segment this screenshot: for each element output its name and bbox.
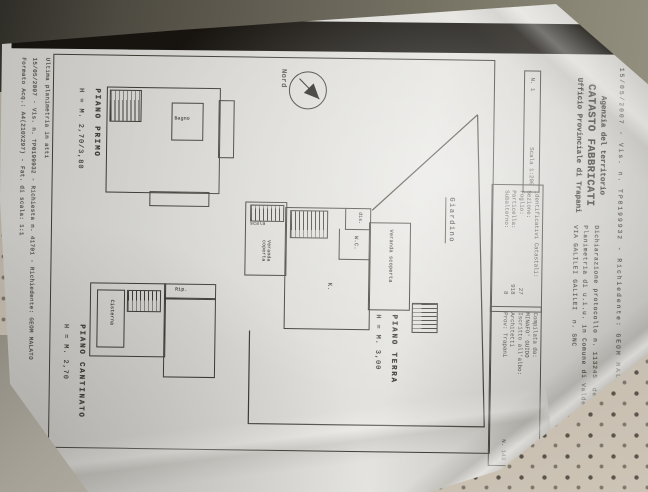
- cantinato-bottom-block: Cisterna: [89, 282, 167, 358]
- row-label: Sezione:: [525, 190, 534, 219]
- footer-line-2: Formato Acq.: A4(210X297) - Fat. di scal…: [17, 57, 28, 236]
- room-label: dis.: [357, 212, 363, 225]
- primo-height: H = M. 2,70/3,80: [75, 88, 85, 170]
- north-label: Nord: [278, 68, 288, 88]
- room-label: Veranda coperta: [260, 239, 271, 262]
- register-number: N. 143: [499, 439, 508, 461]
- primo-main-body: Bagno: [105, 86, 221, 195]
- primo-balcony-right: [149, 191, 210, 207]
- primo-stair: [109, 89, 142, 123]
- office-name: Ufficio Provinciale di Trapani: [573, 77, 584, 213]
- agency-header: Agenzia del territorio CATASTO FABBRICAT…: [573, 71, 607, 219]
- scale-value: Scala 1:200: [527, 147, 536, 186]
- north-compass: [288, 71, 328, 110]
- terra-veranda-coperta-room: scala Veranda coperta: [244, 201, 288, 277]
- terra-veranda-scoperta-room: Veranda scoperta: [367, 222, 412, 311]
- room-label-scala: scala: [249, 221, 266, 227]
- compiled-by-label: Compilata da:: [531, 312, 539, 358]
- room-label-rip: Rip.: [175, 287, 188, 293]
- primo-title: PIANO PRIMO: [91, 88, 101, 158]
- row-value: 918: [509, 284, 517, 295]
- footer-note: Ultima planimetria in atti: [42, 57, 52, 159]
- cantinato-height: H = M. 2,70: [60, 323, 70, 380]
- cadastral-identifiers-table: Identificativi Catastali: Sezione: Fogli…: [489, 183, 544, 313]
- compiled-by-box: Compilata da: MINAFO' GUIDO Iscritto all…: [487, 305, 542, 467]
- primo-bagno-room: Bagno: [171, 102, 204, 141]
- table-row: Subalterno: 8: [502, 190, 511, 295]
- garden-label: Giardino: [444, 197, 456, 244]
- address-line: VIA GALILEI GALILEI n. SNC: [570, 225, 580, 347]
- terra-scala-stair: [250, 204, 285, 223]
- row-label: Particella:: [510, 190, 519, 229]
- terra-internal-stair: [289, 210, 329, 239]
- room-label: W.C.: [352, 235, 359, 250]
- room-label-cisterna: Cisterna: [108, 299, 115, 326]
- north-arrow-icon: [299, 78, 320, 100]
- sheet-scale-box: N. 1 Scala 1:200: [522, 70, 542, 193]
- row-label: Subalterno:: [502, 190, 511, 229]
- terra-external-stair: [411, 302, 438, 334]
- cantinato-title: PIANO CANTINATO: [76, 324, 86, 419]
- terra-dis-room: dis.: [344, 208, 371, 231]
- footer-line-1: 15/05/2007 - Vis. n. TP0199932 - Richies…: [27, 57, 39, 361]
- room-label-bagno: Bagno: [174, 116, 190, 122]
- terra-main-body: dis. W.C. K.: [283, 207, 372, 331]
- province-value: Prov: Trapani: [501, 312, 509, 358]
- registry-title: CATASTO FABBRICATI: [583, 83, 598, 207]
- table-row: Particella: 918: [509, 190, 518, 294]
- room-label: Veranda scoperta: [387, 229, 394, 283]
- declaration-block: Dichiarazione protocollo n. 113245 del 1…: [566, 225, 601, 459]
- cantinato-stair: [126, 289, 162, 313]
- agency-name: Agenzia del territorio: [597, 95, 607, 196]
- document-top-line: 15/05/2007 - Vis. n. TP0199932 - Richied…: [613, 67, 626, 398]
- table-row: Foglio: 27: [517, 190, 526, 295]
- row-value: 27: [517, 287, 525, 295]
- terra-title: PIANO TERRA: [388, 314, 398, 384]
- cantinato-cisterna-room: Cisterna: [96, 289, 126, 348]
- row-label: Foglio:: [518, 190, 526, 215]
- row-value: 8: [502, 290, 510, 295]
- sheet-number: N. 1: [529, 77, 537, 92]
- cantinato-top-room: [162, 297, 216, 379]
- cadastral-document: 15/05/2007 - Vis. n. TP0199932 - Richied…: [4, 5, 642, 467]
- room-label-kitchen: K.: [326, 282, 334, 291]
- terra-height: H = M. 3,00: [373, 314, 382, 371]
- cantinato-rip-room: Rip.: [163, 283, 217, 301]
- terra-wc-room: W.C.: [338, 228, 370, 261]
